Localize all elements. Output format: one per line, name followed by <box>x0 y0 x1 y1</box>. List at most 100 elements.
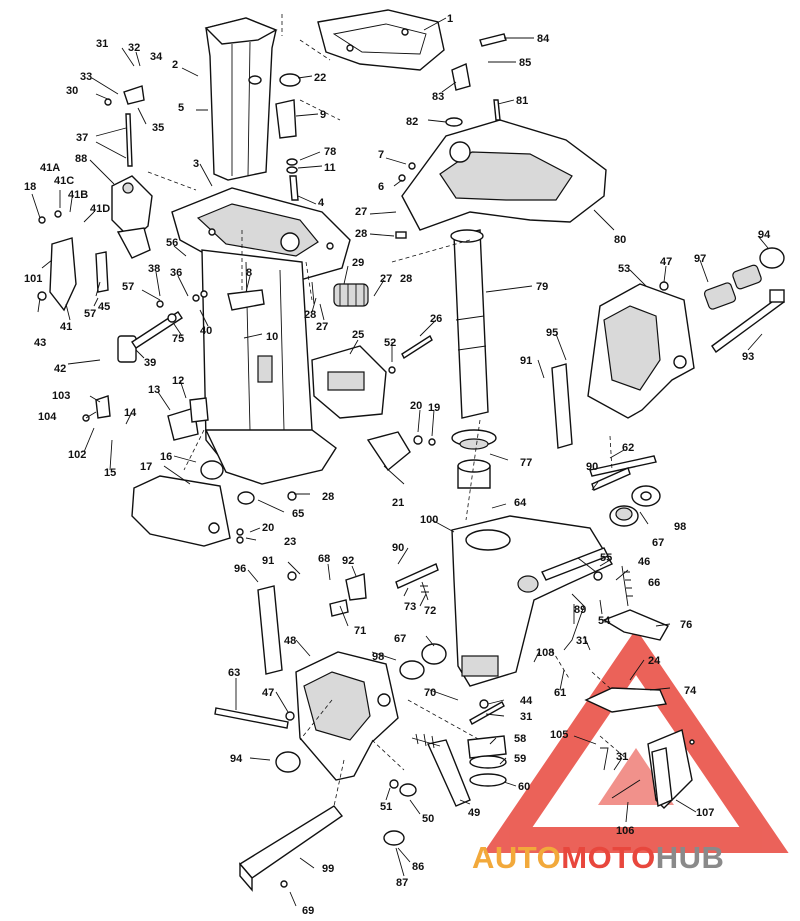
label-62: 62 <box>622 442 634 454</box>
part-washer-98b <box>399 660 425 680</box>
part-grommet-22 <box>279 73 301 87</box>
label-78: 78 <box>324 146 336 158</box>
label-106: 106 <box>616 825 634 837</box>
label-69: 69 <box>302 905 314 917</box>
part-clamp-screw-93 <box>711 289 785 353</box>
part-nut-94 <box>759 247 785 269</box>
part-steering-tube-79 <box>450 229 489 419</box>
part-spring-105 <box>600 747 609 771</box>
part-plate-96 <box>257 585 283 675</box>
label-10: 10 <box>266 331 278 343</box>
part-plate-95 <box>551 363 573 449</box>
label-49: 49 <box>468 807 480 819</box>
label-3: 3 <box>193 158 199 170</box>
label-57: 57 <box>122 281 134 293</box>
label-101: 101 <box>24 273 42 285</box>
label-12: 12 <box>172 375 184 387</box>
label-2: 2 <box>172 59 178 71</box>
hardware-small <box>37 33 695 888</box>
label-52: 52 <box>384 337 396 349</box>
label-102: 102 <box>68 449 86 461</box>
part-tube-9 <box>275 99 297 139</box>
label-5: 5 <box>178 102 184 114</box>
label-85: 85 <box>519 57 531 69</box>
label-87: 87 <box>396 877 408 889</box>
label-80: 80 <box>614 234 626 246</box>
label-70: 70 <box>424 687 436 699</box>
label-107: 107 <box>696 807 714 819</box>
label-84: 84 <box>537 33 550 45</box>
label-66: 66 <box>648 577 660 589</box>
label-36: 36 <box>170 267 182 279</box>
part-spring-29 <box>333 283 369 307</box>
label-82: 82 <box>406 116 418 128</box>
label-28d: 28 <box>322 491 334 503</box>
label-29: 29 <box>352 257 364 269</box>
label-17: 17 <box>140 461 152 473</box>
label-89: 89 <box>574 604 586 616</box>
label-28c: 28 <box>304 309 316 321</box>
label-63: 63 <box>228 667 240 679</box>
label-86: 86 <box>412 861 424 873</box>
label-73: 73 <box>404 601 416 613</box>
label-41: 41 <box>60 321 72 333</box>
label-56: 56 <box>166 237 178 249</box>
label-28: 28 <box>355 228 367 240</box>
label-60: 60 <box>518 781 530 793</box>
label-90: 90 <box>586 461 598 473</box>
label-23: 23 <box>284 536 296 548</box>
label-51: 51 <box>380 801 392 813</box>
label-40: 40 <box>200 325 212 337</box>
label-44: 44 <box>520 695 533 707</box>
label-19: 19 <box>428 402 440 414</box>
label-93: 93 <box>742 351 754 363</box>
label-25: 25 <box>352 329 364 341</box>
watermark-text: AUTOMOTOHUB <box>472 840 724 876</box>
label-41B: 41B <box>68 189 88 201</box>
label-47b: 47 <box>262 687 274 699</box>
label-18: 18 <box>24 181 36 193</box>
label-14: 14 <box>124 407 137 419</box>
part-nut-94b <box>275 751 301 773</box>
label-67: 67 <box>652 537 664 549</box>
label-81: 81 <box>516 95 528 107</box>
label-6: 6 <box>378 181 384 193</box>
part-bushing-67 <box>609 505 639 527</box>
label-94b: 94 <box>230 753 243 765</box>
part-knob-83 <box>451 63 471 91</box>
part-clamp-bracket-53 <box>587 283 695 419</box>
label-105: 105 <box>550 729 568 741</box>
part-spring-72 <box>420 581 429 601</box>
label-59: 59 <box>514 753 526 765</box>
callout-labels: 1 84 85 31 32 34 2 22 33 30 35 83 81 5 9… <box>24 13 771 917</box>
label-13: 13 <box>148 384 160 396</box>
label-90b: 90 <box>392 542 404 554</box>
label-27b: 27 <box>380 273 392 285</box>
label-34: 34 <box>150 51 163 63</box>
label-20b: 20 <box>262 522 274 534</box>
label-103: 103 <box>52 390 70 402</box>
label-61: 61 <box>554 687 566 699</box>
part-pin-46 <box>541 547 609 581</box>
label-33: 33 <box>80 71 92 83</box>
part-lever-49 <box>427 739 471 807</box>
part-bracket-88 <box>111 175 153 241</box>
label-57b: 57 <box>84 308 96 320</box>
label-35: 35 <box>152 122 164 134</box>
label-76: 76 <box>680 619 692 631</box>
label-88: 88 <box>75 153 87 165</box>
label-20: 20 <box>410 400 422 412</box>
label-27: 27 <box>355 206 367 218</box>
label-95: 95 <box>546 327 558 339</box>
label-27c: 27 <box>316 321 328 333</box>
label-8: 8 <box>246 267 252 279</box>
part-bracket-8 <box>227 289 265 311</box>
label-46: 46 <box>638 556 650 568</box>
label-31c: 31 <box>520 711 532 723</box>
label-97: 97 <box>694 253 706 265</box>
label-30: 30 <box>66 85 78 97</box>
label-21: 21 <box>392 497 404 509</box>
label-108: 108 <box>536 647 554 659</box>
part-clamp-bracket-48 <box>295 651 399 781</box>
label-42: 42 <box>54 363 66 375</box>
